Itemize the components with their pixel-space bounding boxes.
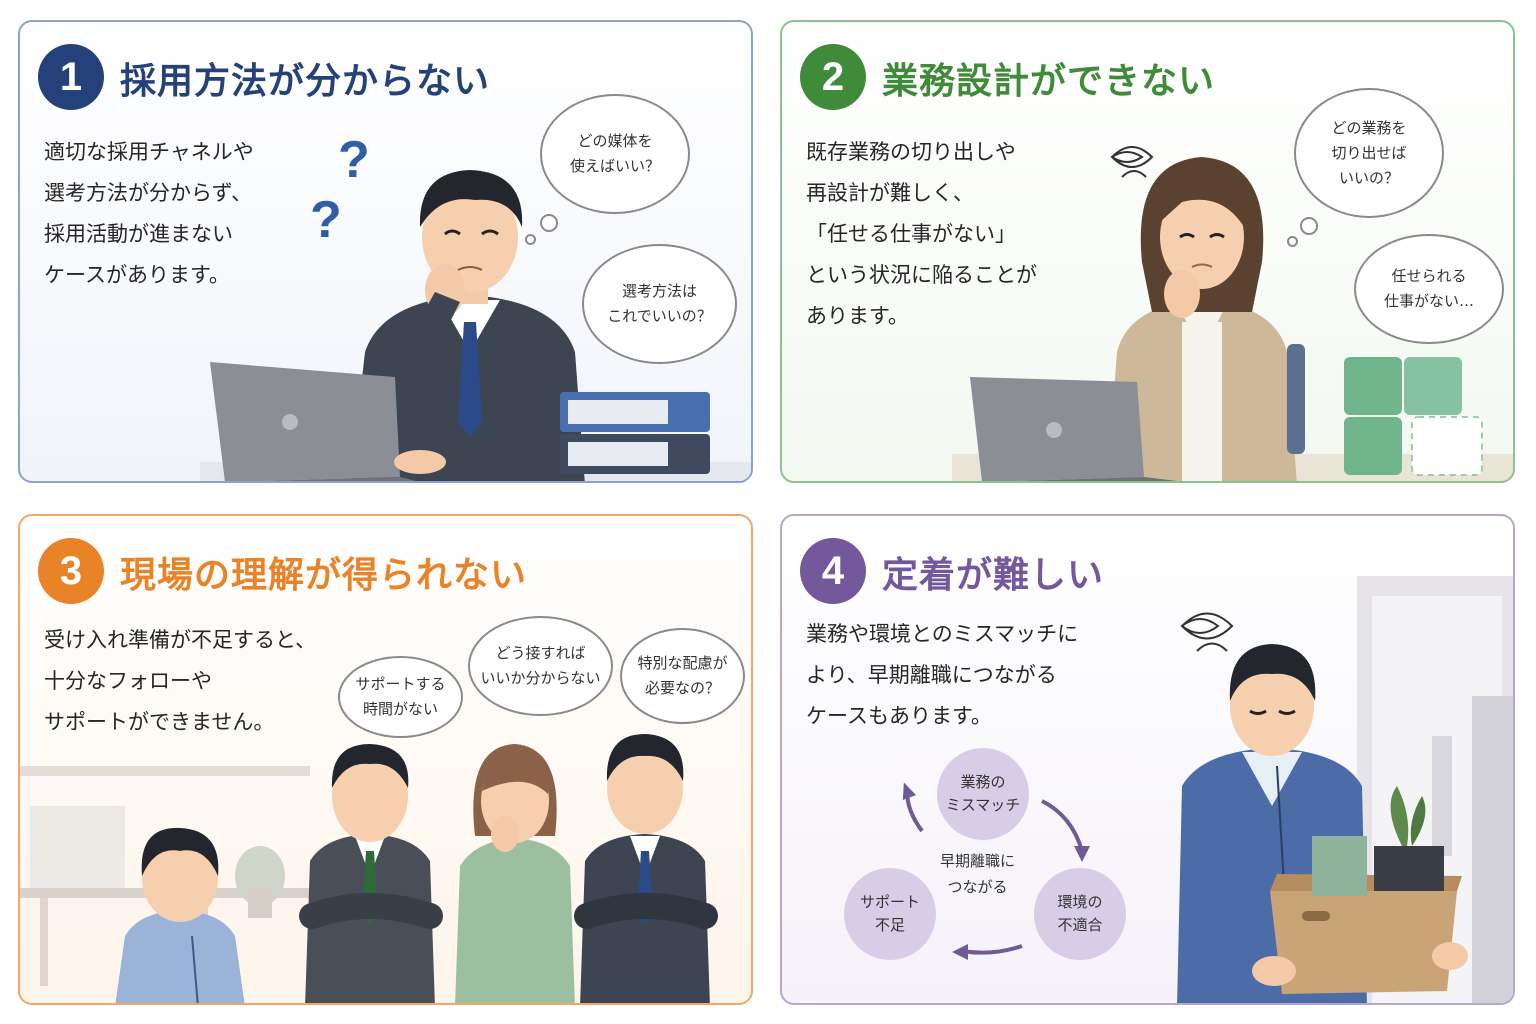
description-line: より、早期離職につながる [806,663,1057,687]
speech-bubble: 任せられる 仕事がない… [1354,234,1504,344]
cycle-node-text: 業務の [960,773,1006,791]
bubble-text: 必要なの？ [644,679,720,697]
description-line: 選考方法が分からず、 [44,181,253,205]
thought-bubble-dot [1287,236,1298,247]
cycle-node-text: 環境の [1057,893,1103,911]
panel-workplace-understanding: 3 現場の理解が得られない 受け入れ準備が不足すると、 十分なフォローや サポー… [18,514,753,1005]
description-line: サポートができません。 [44,710,275,734]
number-badge: 4 [800,538,866,604]
bubble-text: サポートする [355,675,446,693]
thought-bubble: 選考方法は これでいいの？ [582,244,737,364]
panel-description: 既存業務の切り出しや 再設計が難しく、 「任せる仕事がない」 という状況に陥るこ… [806,132,1037,337]
description-line: 十分なフォローや [44,669,212,693]
panel-description: 受け入れ準備が不足すると、 十分なフォローや サポートができません。 [44,620,316,743]
bubble-text: どの媒体を [577,132,653,150]
cycle-node-text: サポート [859,893,920,911]
thought-bubble: どの媒体を 使えばいい？ [540,94,690,214]
illustration-man-leaving-with-box [902,576,1513,1003]
speech-bubble: どう接すれば いいか分からない [468,616,613,716]
bubble-text: いいか分からない [480,669,601,687]
panel-description: 適切な採用チャネルや 選考方法が分からず、 採用活動が進まない ケースがあります… [44,132,254,296]
description-line: 再設計が難しく、 [806,181,974,205]
bubble-text: いいの？ [1338,168,1399,187]
number-badge: 3 [38,538,104,604]
bubble-text: 任せられる [1391,267,1467,285]
bubble-text: 切り出せば [1331,143,1407,162]
cycle-node-environment-misfit: 環境の 不適合 [1034,868,1126,960]
panel-title: 業務設計ができない [882,61,1216,102]
description-line: 既存業務の切り出しや [806,140,1016,164]
description-line: ケースがあります。 [44,263,230,287]
description-line: 受け入れ準備が不足すると、 [44,628,317,652]
bubble-text: どの業務を [1331,118,1407,137]
number-badge: 2 [800,44,866,110]
cycle-center-text: 早期離職に [940,852,1016,870]
illustration-man-at-laptop [200,170,751,481]
bubble-text: 時間がない [362,700,438,718]
thought-bubble: どの業務を 切り出せば いいの？ [1294,88,1444,218]
description-line: 採用活動が進まない [44,222,233,246]
description-line: 「任せる仕事がない」 [806,222,1016,246]
thought-bubble-dot [525,234,536,245]
thought-bubble-dot [1300,217,1318,235]
panel-title: 現場の理解が得られない [120,555,528,596]
panel-task-design: 2 業務設計ができない 既存業務の切り出しや 再設計が難しく、 「任せる仕事がな… [780,20,1515,483]
description-line: ケースもあります。 [806,704,992,728]
illustration-office-team [20,734,718,1003]
number-badge: 1 [38,44,104,110]
description-line: という状況に陥ることが [806,263,1037,287]
cycle-center-label: 早期離職に つながる [940,848,1015,900]
cycle-node-task-mismatch: 業務の ミスマッチ [937,748,1029,840]
bubble-text: どう接すれば [495,644,586,662]
bubble-text: 特別な配慮が [637,654,728,672]
speech-bubble: 特別な配慮が 必要なの？ [620,628,745,724]
bubble-text: これでいいの？ [607,307,712,325]
cycle-center-text: つながる [947,878,1008,896]
description-line: 適切な採用チャネルや [44,140,254,164]
panel-description: 業務や環境とのミスマッチに より、早期離職につながる ケースもあります。 [806,614,1078,737]
panel-retention: 4 定着が難しい 業務や環境とのミスマッチに より、早期離職につながる ケースも… [780,514,1515,1005]
panel-title: 定着が難しい [882,555,1105,596]
cycle-node-text: ミスマッチ [945,796,1021,814]
thought-bubble-dot [540,214,558,232]
bubble-text: 仕事がない… [1383,292,1474,310]
cycle-node-text: 不適合 [1057,916,1103,934]
question-mark-icon: ? [310,191,342,249]
speech-bubble: サポートする 時間がない [338,656,463,738]
question-mark-icon: ? [338,131,370,189]
cycle-node-text: 不足 [874,916,905,934]
cycle-node-lack-of-support: サポート 不足 [844,868,936,960]
panel-title: 採用方法が分からない [120,61,491,102]
illustration-woman-at-laptop [952,146,1513,481]
description-line: あります。 [806,304,909,328]
description-line: 業務や環境とのミスマッチに [806,622,1079,646]
panel-recruitment-method: 1 採用方法が分からない 適切な採用チャネルや 選考方法が分からず、 採用活動が… [18,20,753,483]
bubble-text: 選考方法は [621,282,697,300]
bubble-text: 使えばいい？ [569,157,660,175]
